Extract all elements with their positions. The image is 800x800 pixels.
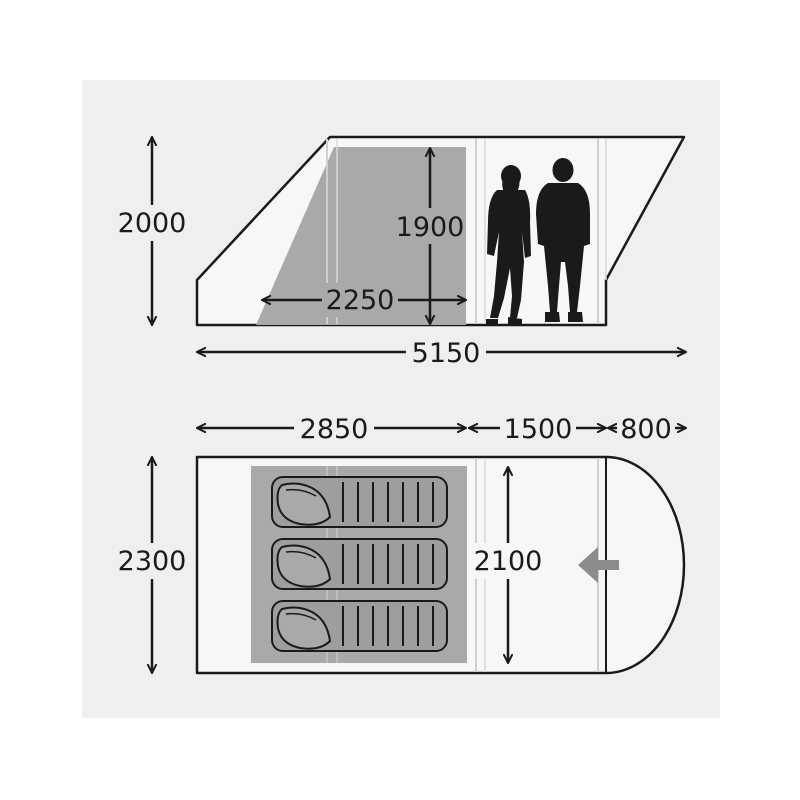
floor-bedroom-length-label: 2850 bbox=[300, 414, 369, 445]
living-length-label-bg bbox=[500, 410, 576, 446]
bedroom-height-label: 1900 bbox=[396, 212, 465, 243]
entrance-arrow-icon bbox=[578, 547, 619, 583]
sleeping-bag-icon bbox=[271, 538, 448, 590]
bedroom-length-label: 2250 bbox=[326, 285, 395, 316]
inner-width-label-bg bbox=[472, 543, 544, 579]
width-total-label-bg bbox=[112, 543, 192, 579]
sleeping-bag-icon bbox=[271, 476, 448, 528]
width-total-label: 2300 bbox=[118, 546, 187, 577]
floor-plan: 2850 1500 800 bbox=[112, 410, 686, 675]
side-bedroom-shade bbox=[256, 147, 466, 325]
inner-width-label: 2100 bbox=[474, 546, 543, 577]
bedroom-length-label-bg bbox=[322, 283, 398, 317]
floor-bedroom-length-label-bg bbox=[294, 410, 374, 446]
living-length-label: 1500 bbox=[504, 414, 573, 445]
side-view: 2000 1900 2250 5150 bbox=[112, 135, 686, 370]
length-total-label: 5150 bbox=[412, 338, 481, 369]
length-total-label-bg bbox=[406, 334, 486, 370]
woman-figure bbox=[486, 165, 531, 324]
bedroom-height-label-bg bbox=[394, 208, 466, 244]
sleeping-bag-icon bbox=[271, 600, 448, 652]
porch-length-label: 800 bbox=[620, 414, 672, 445]
height-total-label-bg bbox=[112, 205, 192, 241]
two-people-icon bbox=[486, 158, 590, 324]
porch-length-label-bg bbox=[617, 410, 675, 446]
man-figure bbox=[536, 158, 590, 322]
height-total-label: 2000 bbox=[118, 208, 187, 239]
